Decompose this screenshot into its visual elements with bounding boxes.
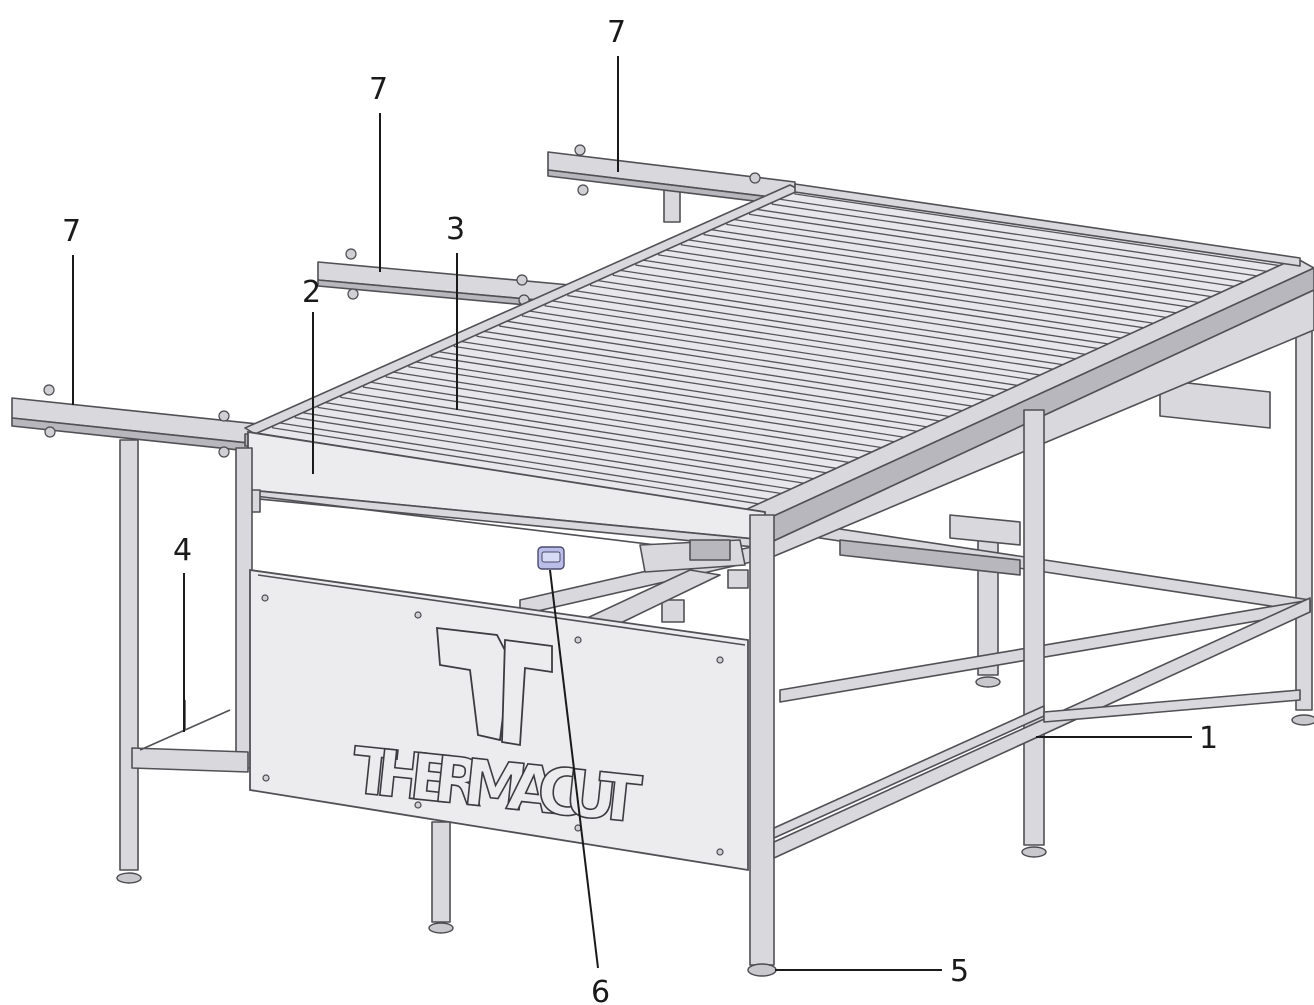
callout-5: 5 [950, 954, 969, 989]
logo-panel: THERMACUT [249, 568, 749, 872]
callout-2: 2 [302, 275, 321, 310]
frame-back [519, 189, 1314, 726]
callouts: 7 7 7 3 2 4 1 5 6 [62, 15, 1218, 1005]
callout-7b: 7 [369, 72, 388, 107]
frame-front [428, 409, 1311, 977]
callout-1: 1 [1199, 721, 1218, 756]
callout-7a: 7 [607, 15, 626, 50]
callout-6: 6 [591, 975, 610, 1005]
callout-7c: 7 [62, 214, 81, 249]
leader-6 [549, 569, 599, 969]
callout-3: 3 [446, 212, 465, 247]
slat-bed [244, 183, 1314, 561]
callout-4: 4 [173, 533, 192, 568]
torch-holder [537, 546, 565, 570]
